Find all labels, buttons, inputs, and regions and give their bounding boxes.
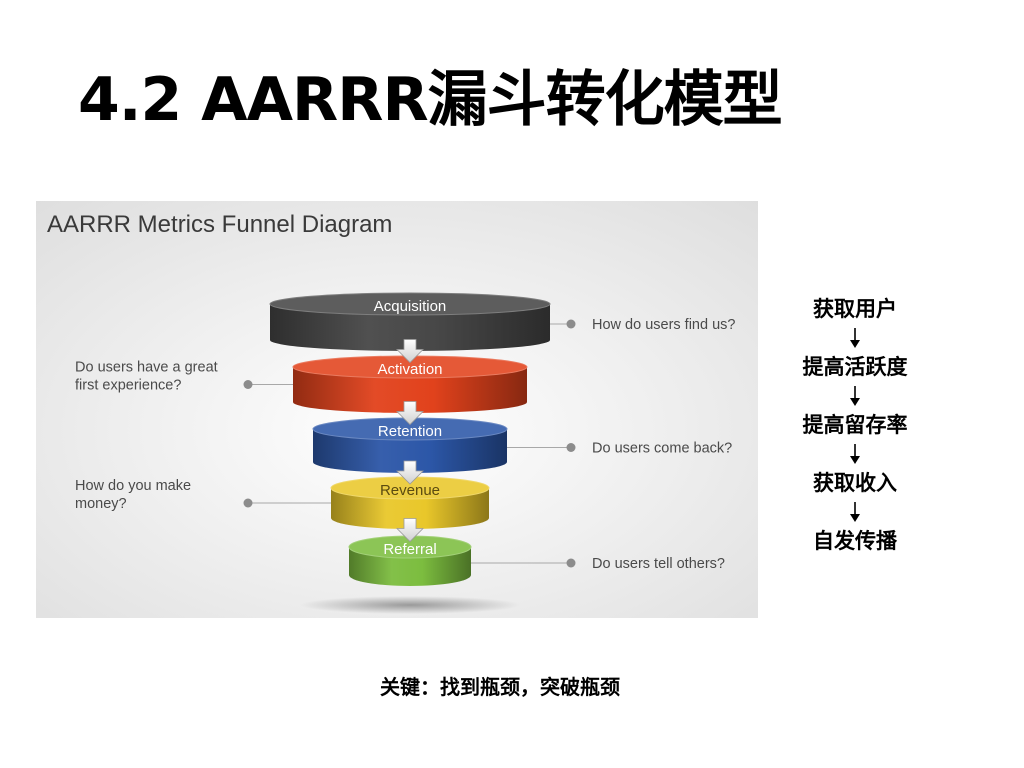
key-note: 关键：找到瓶颈，突破瓶颈 [380,675,620,699]
question-text: money? [75,496,127,512]
funnel-band [270,304,550,351]
funnel-stage-label: Referral [383,541,436,558]
funnel-question: Do users tell others? [566,556,725,572]
funnel-stage-referral: Referral [348,535,472,586]
step-label: 自发传播 [813,529,897,553]
funnel-band-top [269,292,551,316]
down-arrow-icon [396,518,424,543]
question-text: Do users have a great [75,360,218,376]
funnel-figure: AARRR Metrics Funnel Diagram Acquisition… [36,201,758,618]
question-text: How do you make [75,478,191,494]
connector-dot [566,319,576,329]
funnel-question: Do users have a great first experience? [75,360,253,394]
funnel-question: How do users find us? [566,317,735,333]
down-arrow-icon [850,328,860,348]
question-text: first experience? [75,378,181,394]
funnel-shadow [300,596,520,614]
funnel-stage-acquisition: Acquisition [269,292,551,351]
step-label: 获取收入 [813,471,897,495]
down-arrow-icon [850,386,860,406]
funnel-diagram: AARRR Metrics Funnel Diagram Acquisition… [36,201,758,618]
question-text: Do users come back? [592,441,732,457]
connector-dot [243,498,253,508]
funnel-heading: AARRR Metrics Funnel Diagram [47,211,392,238]
question-text: How do users find us? [592,317,735,333]
step-label: 提高活跃度 [802,355,908,379]
connector-dot [566,558,576,568]
down-arrow-icon [396,339,424,364]
stage-steps: 获取用户提高活跃度提高留存率获取收入自发传播 [780,292,930,558]
question-text: Do users tell others? [592,556,725,572]
funnel-stage-label: Retention [378,423,442,440]
funnel-stage-label: Activation [377,361,442,378]
funnel-stage-activation: Activation [292,355,528,413]
slide-title: 4.2 AARRR漏斗转化模型 [78,65,783,135]
funnel-question: How do you make money? [75,478,253,512]
funnel-question: Do users come back? [566,441,732,457]
connector-dot [243,380,253,389]
funnel-band [313,429,507,473]
down-arrow-icon [396,460,424,485]
funnel-stage-label: Revenue [380,482,440,499]
down-arrow-icon [850,444,860,464]
step-label: 提高留存率 [802,413,908,437]
step-label: 获取用户 [813,297,897,321]
funnel-band [331,488,489,529]
down-arrow-icon [396,401,424,426]
connector-dot [566,443,576,452]
funnel-stage-retention: Retention [312,417,508,473]
funnel-stage-label: Acquisition [374,298,447,315]
funnel-stage-revenue: Revenue [330,476,490,529]
down-arrow-icon [850,502,860,522]
funnel-band [293,367,527,413]
